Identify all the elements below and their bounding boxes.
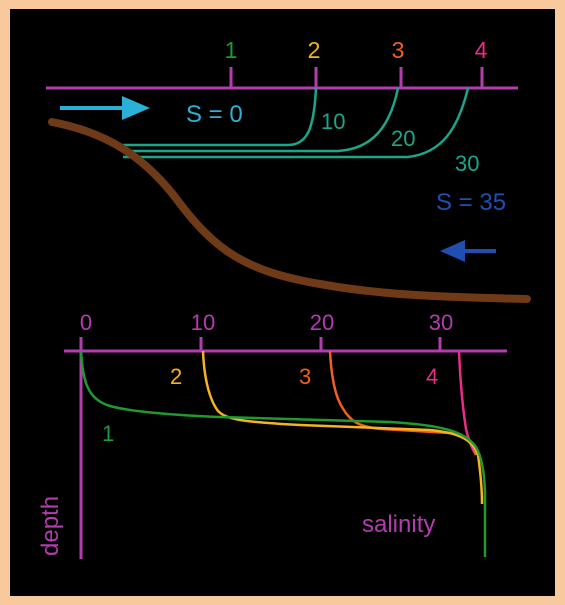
isohaline-label-20: 20 — [391, 126, 415, 151]
profile-label-3: 3 — [299, 364, 311, 389]
ocean-salinity-label: S = 35 — [436, 189, 506, 216]
station-label-2: 2 — [308, 37, 321, 63]
profile-label-1: 1 — [102, 421, 114, 446]
estuary-bottom — [48, 118, 531, 303]
profile-curve-1 — [79, 350, 487, 557]
profile-label-2: 2 — [170, 364, 182, 389]
isohaline-20 — [123, 87, 400, 153]
x-tick-label-0: 0 — [80, 310, 92, 335]
x-tick-label-30: 30 — [429, 310, 453, 335]
isohaline-10 — [123, 87, 318, 147]
estuary-salinity-diagram: 1 2 3 4 S = 0 10 20 30 S = 35 0 10 20 30 — [37, 37, 531, 559]
arrow-right-icon — [60, 96, 150, 120]
station-label-1: 1 — [225, 37, 238, 63]
isohaline-label-30: 30 — [455, 151, 479, 176]
x-tick-label-20: 20 — [310, 310, 334, 335]
y-axis-label: depth — [37, 496, 64, 556]
profile-curve-2 — [201, 350, 484, 505]
profile-curve-3 — [328, 350, 478, 456]
river-salinity-label: S = 0 — [186, 101, 243, 128]
x-axis-label: salinity — [362, 511, 435, 538]
profile-curve-4 — [457, 350, 478, 456]
isohaline-30 — [123, 87, 470, 159]
station-label-3: 3 — [392, 37, 405, 63]
x-tick-label-10: 10 — [191, 310, 215, 335]
station-label-4: 4 — [475, 37, 488, 63]
isohaline-label-10: 10 — [321, 109, 345, 134]
arrow-left-icon — [440, 240, 496, 262]
profile-label-4: 4 — [426, 364, 438, 389]
